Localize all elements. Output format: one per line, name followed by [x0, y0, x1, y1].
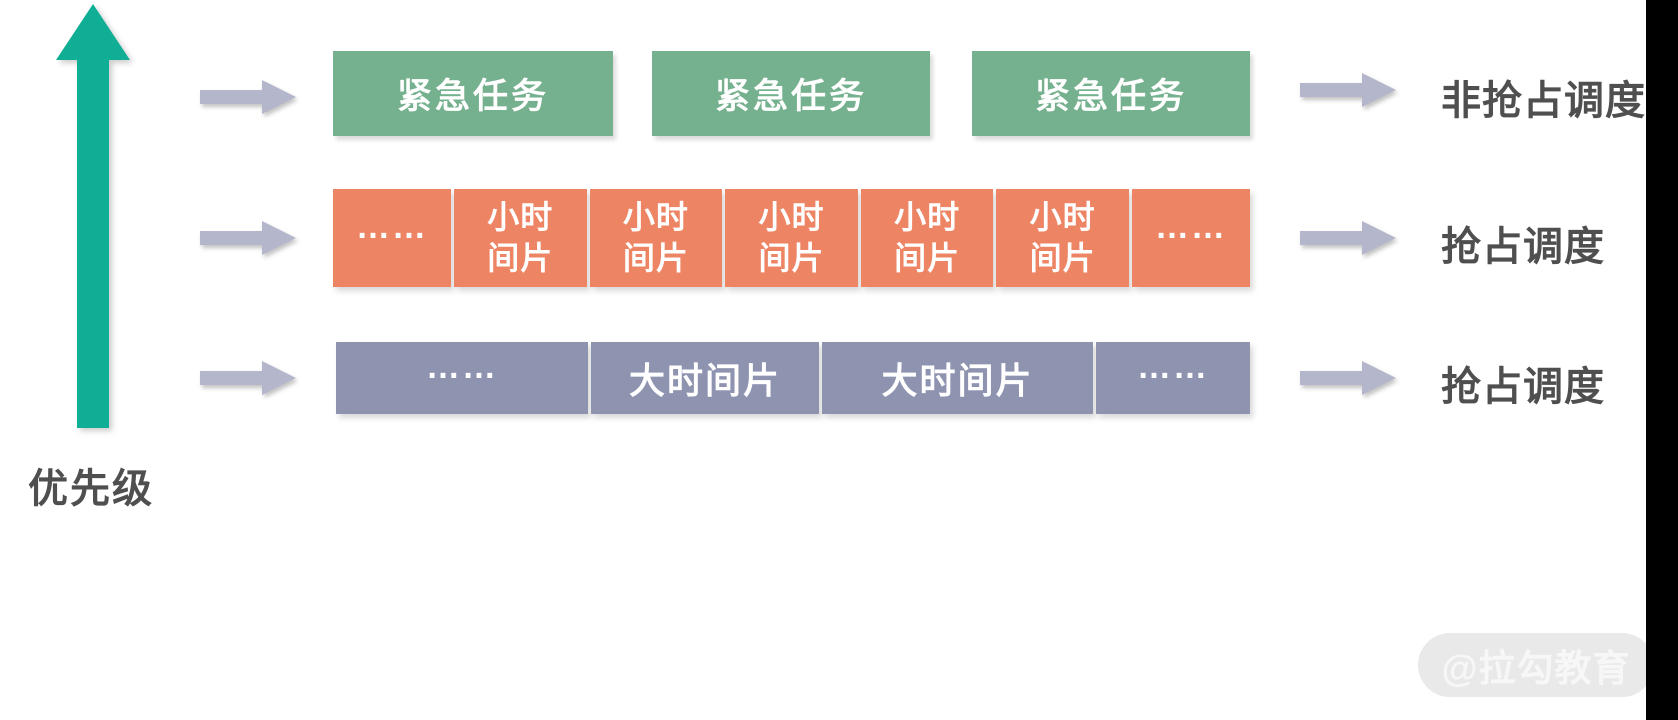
right-arrow-icon — [200, 80, 296, 114]
ellipsis-cell: …… — [336, 342, 588, 414]
right-arrow-icon — [1300, 73, 1396, 107]
large-time-slice-bar: …… 大时间片 大时间片 …… — [336, 342, 1250, 414]
small-time-slice-bar: …… 小时间片 小时间片 小时间片 小时间片 小时间片 …… — [333, 189, 1250, 287]
small-slice-cell: 小时间片 — [996, 189, 1129, 287]
large-slice-cell: 大时间片 — [822, 342, 1093, 414]
urgent-task-box: 紧急任务 — [652, 51, 930, 136]
watermark-badge: @拉勾教育 — [1418, 633, 1654, 697]
priority-axis-label: 优先级 — [28, 467, 154, 511]
priority-up-arrow-icon — [56, 4, 130, 428]
right-edge-black-bar — [1646, 0, 1678, 720]
urgent-task-box: 紧急任务 — [972, 51, 1250, 136]
small-slice-cell: 小时间片 — [860, 189, 994, 287]
ellipsis-cell: …… — [1131, 189, 1250, 287]
right-arrow-icon — [200, 361, 296, 395]
right-arrow-icon — [1300, 221, 1396, 255]
non-preemptive-scheduling-label: 非抢占调度 — [1441, 79, 1646, 123]
large-slice-cell: 大时间片 — [591, 342, 819, 414]
ellipsis-cell: …… — [1096, 342, 1250, 414]
small-slice-cell: 小时间片 — [589, 189, 723, 287]
ellipsis-cell: …… — [333, 189, 451, 287]
small-slice-cell: 小时间片 — [454, 189, 587, 287]
right-arrow-icon — [1300, 361, 1396, 395]
small-slice-cell: 小时间片 — [725, 189, 858, 287]
watermark-text: @拉勾教育 — [1441, 648, 1631, 689]
preemptive-scheduling-label: 抢占调度 — [1441, 365, 1605, 409]
right-arrow-icon — [200, 221, 296, 255]
urgent-task-box: 紧急任务 — [333, 51, 613, 136]
preemptive-scheduling-label: 抢占调度 — [1441, 225, 1605, 269]
